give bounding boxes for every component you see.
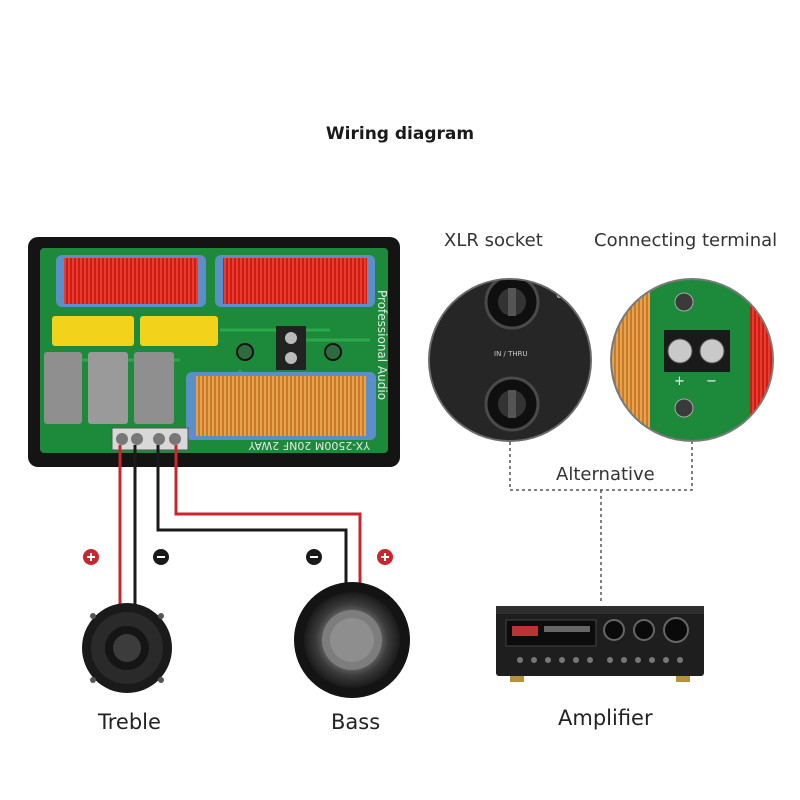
in-thru-label: IN / THRU bbox=[494, 350, 528, 358]
connecting-terminal-label: Connecting terminal bbox=[594, 230, 778, 251]
bass-speaker bbox=[294, 582, 410, 698]
bass-positive-wire bbox=[174, 445, 362, 590]
minus-marker-treble bbox=[153, 549, 169, 565]
plus-marker-bass bbox=[377, 549, 393, 565]
copper-coil bbox=[186, 372, 376, 440]
red-coil-2 bbox=[215, 255, 375, 307]
board-silkscreen-side: Professional Audio bbox=[375, 290, 389, 400]
bass-label: Bass bbox=[331, 710, 381, 734]
treble-label: Treble bbox=[98, 710, 161, 734]
amplifier-label: Amplifier bbox=[558, 706, 653, 730]
grey-capacitor-1 bbox=[44, 352, 82, 424]
red-coil-1 bbox=[56, 255, 206, 307]
minus-marker-bass bbox=[306, 549, 322, 565]
bass-negative-wire bbox=[156, 445, 348, 590]
treble-speaker bbox=[82, 603, 172, 693]
xlr-socket-label: XLR socket bbox=[444, 230, 543, 251]
xlr-socket-zoom: CE IN / THRU bbox=[428, 278, 592, 442]
output-terminal-block bbox=[111, 427, 189, 451]
yellow-capacitor-2 bbox=[140, 316, 218, 346]
terminal-minus: − bbox=[706, 374, 717, 389]
grey-capacitor-2 bbox=[88, 352, 128, 424]
page-title: Wiring diagram bbox=[325, 124, 475, 144]
alternative-label: Alternative bbox=[553, 464, 658, 485]
grey-capacitor-3 bbox=[134, 352, 174, 424]
connecting-terminal-zoom: + − bbox=[610, 278, 774, 442]
yellow-capacitor-1 bbox=[52, 316, 134, 346]
crossover-board: Professional Audio YX-2500M 20NF 2WAY bbox=[28, 237, 400, 467]
amplifier-unit bbox=[496, 606, 704, 682]
board-silkscreen-bottom: YX-2500M 20NF 2WAY bbox=[248, 439, 371, 452]
plus-marker-treble bbox=[83, 549, 99, 565]
terminal-plus: + bbox=[674, 374, 685, 389]
